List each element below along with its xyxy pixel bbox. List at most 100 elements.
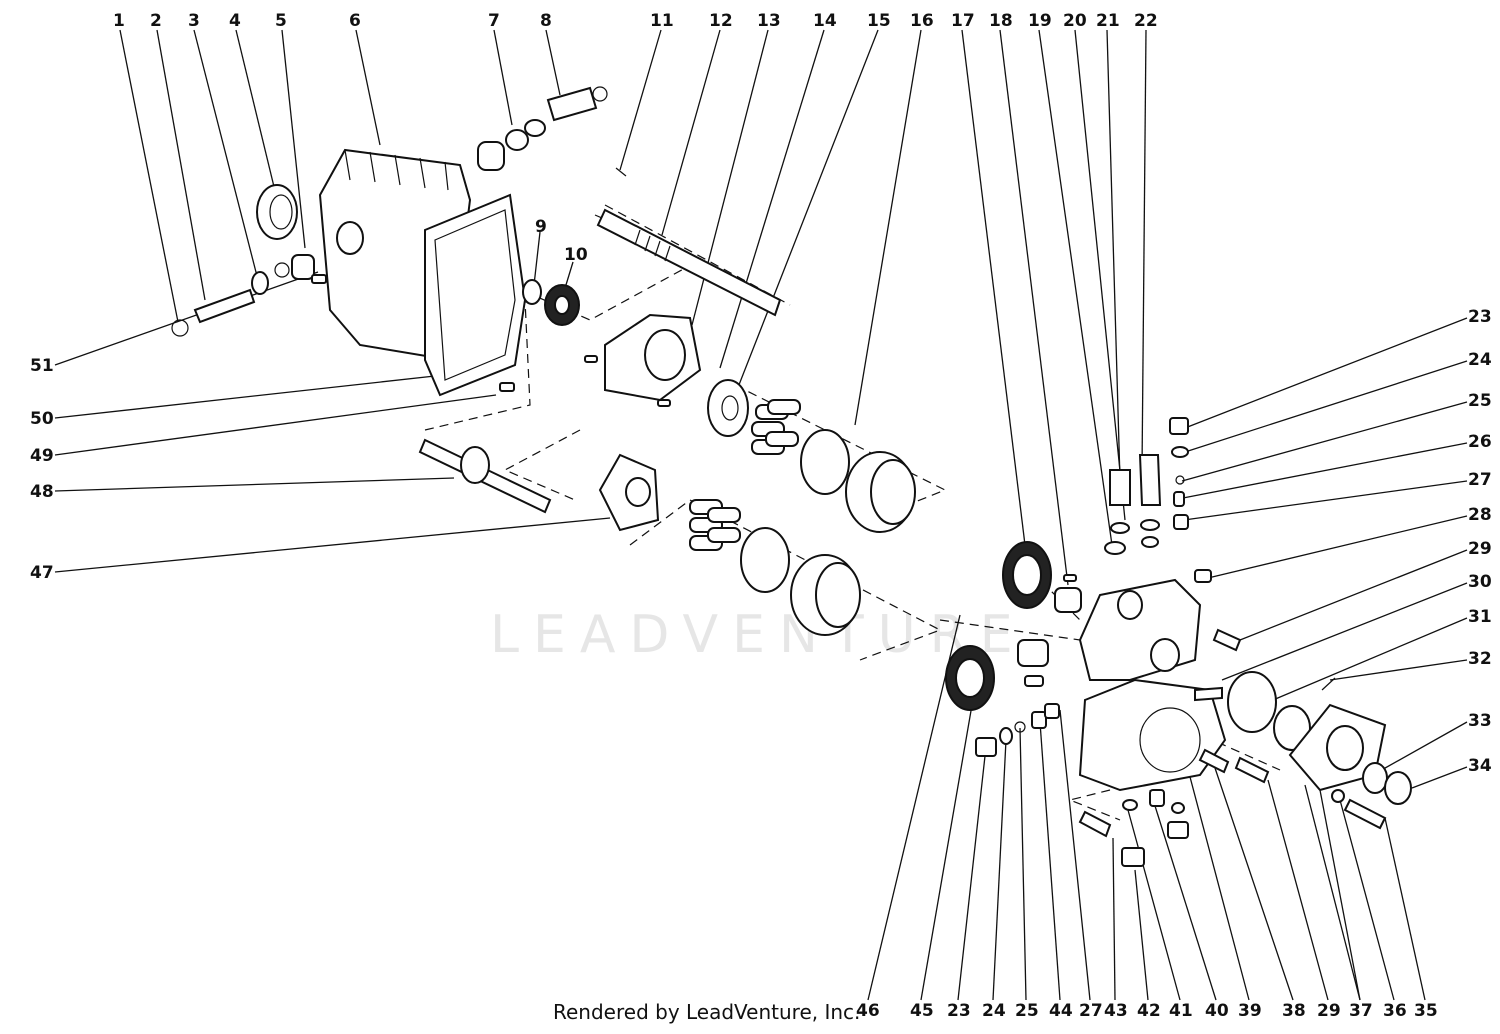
key-11 — [615, 167, 627, 177]
callout-47: 47 — [30, 563, 54, 583]
ring-34 — [1384, 771, 1412, 805]
callout-29-right: 29 — [1468, 539, 1492, 559]
pistons-upper — [751, 399, 801, 455]
callout-25-bottom: 25 — [1015, 1001, 1039, 1021]
check-valve-22 — [1138, 454, 1162, 506]
callout-20: 20 — [1063, 11, 1087, 31]
plug-23 — [1169, 417, 1189, 435]
valve-39 — [1234, 756, 1270, 784]
o-ring-20 — [1110, 522, 1130, 534]
callout-15: 15 — [867, 11, 891, 31]
bolt-30 — [1194, 686, 1223, 702]
bolt-35 — [1343, 798, 1387, 830]
callout-19: 19 — [1028, 11, 1052, 31]
washer-41 — [1122, 799, 1138, 811]
washer-3 — [251, 271, 269, 295]
callout-50: 50 — [30, 409, 54, 429]
callout-6: 6 — [349, 11, 361, 31]
shaft-12 — [596, 208, 782, 317]
callout-24-right: 24 — [1468, 350, 1492, 370]
seal-33 — [1362, 762, 1388, 794]
o-ring-19 — [1104, 541, 1126, 555]
callout-27-bottom: 27 — [1079, 1001, 1103, 1021]
callout-7: 7 — [488, 11, 500, 31]
center-section — [1078, 578, 1202, 681]
callout-18: 18 — [989, 11, 1013, 31]
callout-28: 28 — [1468, 505, 1492, 525]
callout-13: 13 — [757, 11, 781, 31]
callout-labels: 1 2 3 4 5 6 7 8 11 12 13 14 15 16 17 18 … — [30, 11, 1492, 1021]
bolt-43 — [1078, 810, 1112, 838]
parts — [171, 86, 1412, 867]
charge-pump — [1273, 705, 1311, 751]
pin-2 — [193, 288, 256, 324]
check-valve-21 — [1109, 469, 1131, 506]
callout-35: 35 — [1414, 1001, 1438, 1021]
callout-27-right: 27 — [1468, 470, 1492, 490]
pistons-lower — [689, 499, 741, 551]
callout-40: 40 — [1205, 1001, 1229, 1021]
callout-39: 39 — [1238, 1001, 1262, 1021]
pin-32 — [1321, 677, 1336, 691]
callout-34: 34 — [1468, 756, 1492, 776]
credit-text: Rendered by LeadVenture, Inc. — [553, 1000, 861, 1024]
callout-24-bottom: 24 — [982, 1001, 1006, 1021]
callout-36: 36 — [1383, 1001, 1407, 1021]
o-ring-31 — [1227, 671, 1277, 733]
callout-26: 26 — [1468, 432, 1492, 452]
callout-45: 45 — [910, 1001, 934, 1021]
callout-22: 22 — [1134, 11, 1158, 31]
callout-1: 1 — [113, 11, 125, 31]
bearing-18 — [1054, 587, 1082, 613]
callout-17: 17 — [951, 11, 975, 31]
callout-32: 32 — [1468, 649, 1492, 669]
callout-41: 41 — [1169, 1001, 1193, 1021]
callout-46: 46 — [856, 1001, 880, 1021]
needle-bearing-5 — [291, 254, 315, 280]
callout-43: 43 — [1104, 1001, 1128, 1021]
callout-4: 4 — [229, 11, 241, 31]
bushing-7 — [477, 141, 505, 171]
callout-37: 37 — [1349, 1001, 1373, 1021]
pin-49 — [499, 382, 515, 392]
leader-lines — [54, 29, 1468, 1001]
callout-3: 3 — [188, 11, 200, 31]
callout-31: 31 — [1468, 607, 1492, 627]
washer-36 — [1331, 789, 1345, 803]
set-screw-28 — [1194, 569, 1212, 583]
plug-40 — [1167, 821, 1189, 839]
spring-38 — [1198, 748, 1230, 774]
callout-16: 16 — [910, 11, 934, 31]
callout-29-bottom: 29 — [1317, 1001, 1341, 1021]
thrust-washer-14 — [707, 379, 749, 437]
port-plate-lower — [740, 527, 790, 593]
callout-49: 49 — [30, 446, 54, 466]
callout-12: 12 — [709, 11, 733, 31]
callout-21: 21 — [1096, 11, 1120, 31]
plug-42 — [1121, 847, 1145, 867]
gasket-50 — [424, 193, 527, 397]
callout-9: 9 — [535, 217, 547, 237]
callout-30: 30 — [1468, 572, 1492, 592]
bearing-4 — [256, 184, 298, 240]
pin-51 — [311, 274, 327, 284]
port-plate-upper — [800, 429, 850, 495]
callout-25-right: 25 — [1468, 391, 1492, 411]
callout-23-right: 23 — [1468, 307, 1492, 327]
callout-44: 44 — [1049, 1001, 1073, 1021]
callout-8: 8 — [540, 11, 552, 31]
callout-51: 51 — [30, 356, 54, 376]
callout-5: 5 — [275, 11, 287, 31]
callout-48: 48 — [30, 482, 54, 502]
watermark: LEADVENTURE — [490, 605, 1027, 665]
callout-11: 11 — [650, 11, 674, 31]
callout-33: 33 — [1468, 711, 1492, 731]
callout-14: 14 — [813, 11, 837, 31]
washer-9 — [522, 279, 542, 305]
callout-2: 2 — [150, 11, 162, 31]
callout-23-bottom: 23 — [947, 1001, 971, 1021]
callout-10: 10 — [564, 245, 588, 265]
bearing-46 — [1017, 639, 1049, 667]
callout-38: 38 — [1282, 1001, 1306, 1021]
